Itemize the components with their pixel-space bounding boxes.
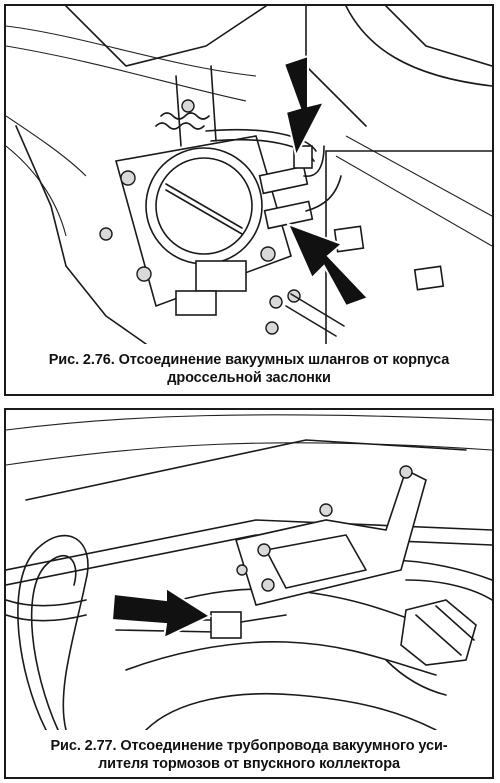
arrow-lower [286,222,370,308]
caption-line-1: Рис. 2.77. Отсоединение трубопровода вак… [50,738,448,754]
figure-2-77: Рис. 2.77. Отсоединение трубопровода вак… [4,408,494,779]
figure-caption: Рис. 2.77. Отсоединение трубопровода вак… [6,737,492,773]
brake-booster-pipe-illustration [6,414,492,730]
caption-line-2: лителя тормозов от впускного коллектора [98,756,400,772]
figure-caption: Рис. 2.76. Отсоединение вакуумных шланго… [6,351,492,387]
arrow-pipe [110,586,213,640]
throttle-body-illustration [6,6,492,344]
caption-line-2: дроссельной заслонки [167,370,331,386]
figure-2-76: Рис. 2.76. Отсоединение вакуумных шланго… [4,4,494,396]
arrow-upper [282,54,326,159]
caption-line-1: Рис. 2.76. Отсоединение вакуумных шланго… [48,352,450,368]
